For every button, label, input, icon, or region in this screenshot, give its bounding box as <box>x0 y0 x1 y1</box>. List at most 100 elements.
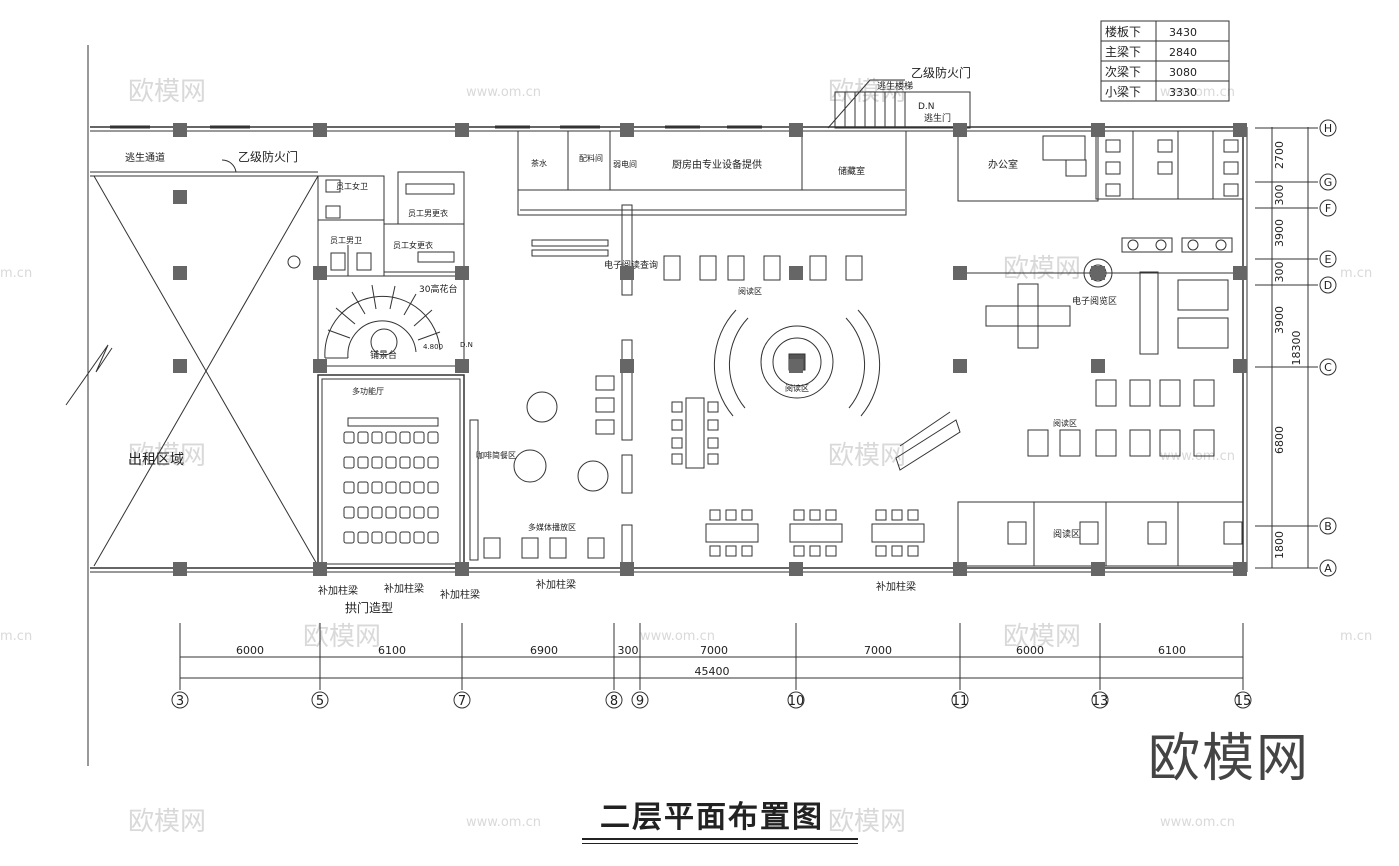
staff-rooms <box>287 171 465 277</box>
watermark-url: m.cn <box>1340 629 1372 644</box>
label-office: 办公室 <box>988 158 1018 171</box>
grid-bubble <box>1319 119 1337 137</box>
escape-stair <box>827 79 971 129</box>
seat <box>427 431 439 444</box>
dimension-label: 3900 <box>1273 219 1286 247</box>
grid-label: B <box>1324 520 1332 533</box>
seat <box>357 506 369 519</box>
seat <box>427 531 439 544</box>
grid-label: F <box>1325 202 1331 215</box>
dimension-label: 7000 <box>700 644 728 657</box>
label-col1: 补加柱梁 <box>318 584 358 597</box>
seat <box>385 481 397 494</box>
watermark-brand: 欧模网 <box>1003 254 1081 284</box>
label-fire-door-top: 乙级防火门 <box>911 65 971 80</box>
watermark-brand: 欧模网 <box>1003 622 1081 652</box>
exterior-walls <box>90 125 1248 573</box>
label-col4: 补加柱梁 <box>536 578 576 591</box>
column <box>620 562 634 576</box>
grid-label: 7 <box>458 694 466 709</box>
column <box>620 359 634 373</box>
label-storage: 储藏室 <box>838 165 865 177</box>
column <box>173 266 187 280</box>
label-multi-hall: 多功能厅 <box>352 386 384 396</box>
column <box>953 123 967 137</box>
column <box>313 359 327 373</box>
seat <box>427 481 439 494</box>
grid-bubble <box>1319 517 1337 535</box>
grid-label: 15 <box>1235 694 1252 709</box>
dimension-label: 6800 <box>1273 426 1286 454</box>
grid-bubble <box>1319 276 1337 294</box>
grid-label: 3 <box>176 694 184 709</box>
dimension-label: 6100 <box>378 644 406 657</box>
grid-bubble <box>1319 250 1337 268</box>
multi-function-hall <box>317 374 465 569</box>
grid-label: 8 <box>610 694 618 709</box>
label-flower-platform: 30高花台 <box>419 283 457 295</box>
label-col2: 补加柱梁 <box>384 582 424 595</box>
label-weak-current: 弱电间 <box>613 159 637 169</box>
grid-bubble <box>951 691 969 709</box>
column <box>1233 562 1247 576</box>
seat <box>385 506 397 519</box>
column <box>313 123 327 137</box>
grid-label: 11 <box>952 694 969 709</box>
grid-label: C <box>1324 361 1332 374</box>
grid-bubble <box>787 691 805 709</box>
column <box>455 266 469 280</box>
dimension-lines-bottom <box>180 656 1243 679</box>
dimension-label: 300 <box>1273 262 1286 283</box>
label-reading-a: 阅读区 <box>738 286 762 296</box>
column <box>455 562 469 576</box>
seat <box>343 506 355 519</box>
column <box>1233 123 1247 137</box>
reading-furniture <box>469 204 961 566</box>
seat <box>371 531 383 544</box>
spiral-stair <box>317 275 465 367</box>
grid-bubble <box>171 691 189 709</box>
watermark-url: www.om.cn <box>466 815 541 830</box>
dimension-label: 6000 <box>1016 644 1044 657</box>
height-value: 3080 <box>1169 66 1197 79</box>
seat <box>385 456 397 469</box>
watermark-url: m.cn <box>0 266 32 281</box>
office-area <box>957 130 1244 202</box>
column <box>953 359 967 373</box>
label-staff-female-wc: 员工女卫 <box>336 181 368 191</box>
seat <box>399 481 411 494</box>
seat <box>343 531 355 544</box>
label-fire-door-left: 乙级防火门 <box>238 149 298 164</box>
column <box>173 123 187 137</box>
column <box>313 266 327 280</box>
rental-area <box>65 159 319 567</box>
grid-bubble <box>1319 173 1337 191</box>
height-label: 小梁下 <box>1105 84 1141 99</box>
column <box>789 562 803 576</box>
dimension-label: 1800 <box>1273 531 1286 559</box>
label-media: 多媒体播放区 <box>528 522 576 532</box>
title-underline-thin <box>582 843 858 844</box>
label-kitchen: 厨房由专业设备提供 <box>672 158 762 171</box>
seat <box>427 456 439 469</box>
grid-label: 9 <box>636 694 644 709</box>
watermark-url: www.om.cn <box>1160 815 1235 830</box>
column <box>789 123 803 137</box>
label-material: 配料间 <box>579 153 603 163</box>
column <box>173 190 187 204</box>
dimension-lines-right <box>1271 127 1309 568</box>
label-stair-level: 4.800 <box>423 343 443 351</box>
dimension-total: 18300 <box>1290 331 1303 366</box>
watermark-url: www.om.cn <box>466 85 541 100</box>
dimension-label: 7000 <box>864 644 892 657</box>
watermark-brand: 欧模网 <box>128 807 206 837</box>
height-table-text: 楼板下 3430 主梁下 2840 次梁下 3080 小梁下 3330 <box>1105 24 1197 99</box>
watermark-brand: 欧模网 <box>128 77 206 107</box>
seat <box>357 456 369 469</box>
seat <box>371 481 383 494</box>
seat <box>357 481 369 494</box>
seat <box>413 506 425 519</box>
label-landing: 铺景台 <box>370 349 397 361</box>
column <box>1091 266 1105 280</box>
column <box>953 562 967 576</box>
